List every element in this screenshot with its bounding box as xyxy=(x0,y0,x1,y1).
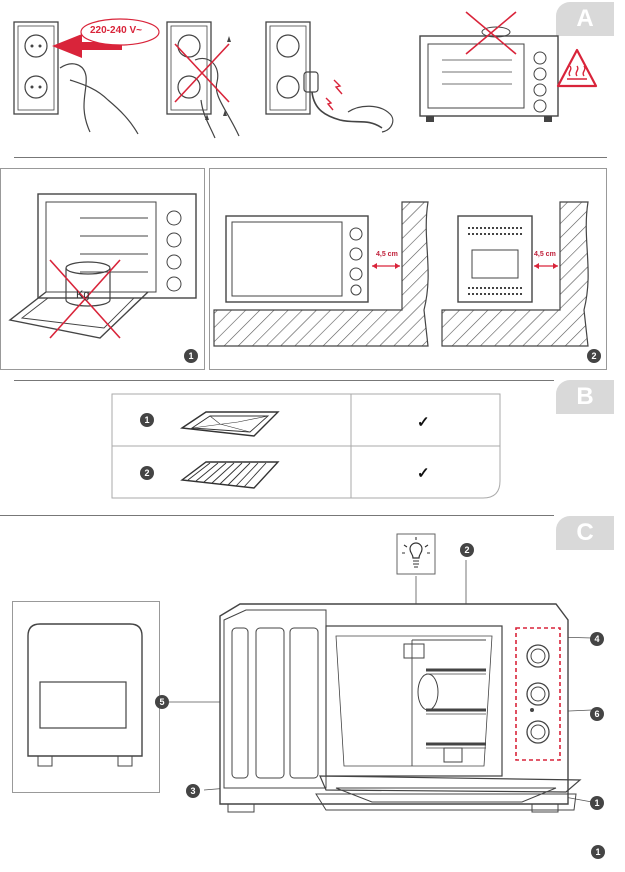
panel-2-badge: 2 xyxy=(587,349,601,363)
lamp-icon xyxy=(396,533,436,575)
callout-tray: 1 xyxy=(590,796,604,810)
no-objects-on-top-illustration xyxy=(419,11,559,122)
panel-1-badge: 1 xyxy=(184,349,198,363)
footer-badge: 1 xyxy=(591,845,605,859)
clearance-panel xyxy=(209,168,607,370)
accessory-1-check: ✓ xyxy=(417,414,430,431)
side-clearance-illustration xyxy=(441,201,589,347)
clearance-right-label: 4,5 cm xyxy=(534,251,556,258)
section-a-tab: A xyxy=(556,2,614,36)
accessory-2-check: ✓ xyxy=(417,465,430,482)
baking-tray-icon xyxy=(180,411,280,437)
section-c-divider xyxy=(0,515,554,516)
callout-door: 3 xyxy=(186,784,200,798)
section-b-divider xyxy=(14,380,554,381)
main-oven-illustration xyxy=(168,560,593,813)
side-view-oven-illustration xyxy=(27,623,143,767)
hot-surface-icon xyxy=(556,48,598,88)
clearance-left-label: 4,5 cm xyxy=(376,251,398,258)
section-a-divider xyxy=(14,157,607,158)
wire-rack-icon xyxy=(180,461,280,489)
door-load-panel xyxy=(0,168,205,370)
section-b-tab: B xyxy=(556,380,614,414)
wet-hands-warning xyxy=(166,21,240,139)
accessory-table-frame xyxy=(111,393,501,499)
accessory-2-number: 2 xyxy=(140,466,154,480)
section-c-tab: C xyxy=(556,516,614,550)
open-door-oven-illustration xyxy=(8,193,197,339)
voltage-label: 220-240 V~ xyxy=(90,25,142,36)
callout-lamp: 2 xyxy=(460,543,474,557)
callout-timer: 6 xyxy=(590,707,604,721)
unplug-illustration xyxy=(265,21,394,133)
callout-side-window: 5 xyxy=(155,695,169,709)
accessory-1-number: 1 xyxy=(140,413,154,427)
callout-thermostat: 4 xyxy=(590,632,604,646)
front-clearance-illustration xyxy=(213,201,429,347)
voltage-bubble xyxy=(80,18,160,46)
weight-label: Kg xyxy=(76,289,90,301)
